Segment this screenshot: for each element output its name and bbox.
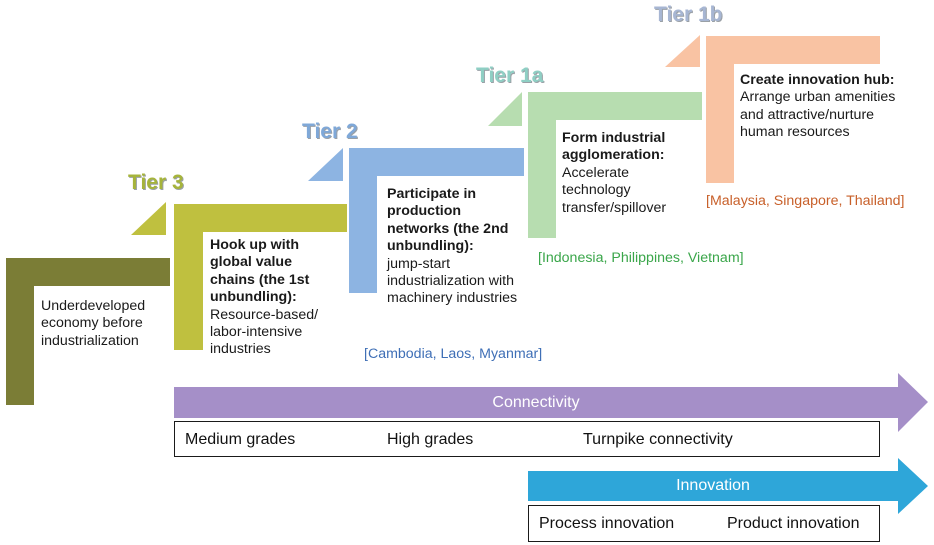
tier3-body: Resource-based/ labor-intensive industri…: [210, 306, 319, 358]
tier1b-heading: Create innovation hub:: [740, 72, 895, 88]
innovation-grades-box: [528, 505, 880, 542]
tier1b-countries: [Malaysia, Singapore, Thailand]: [706, 193, 905, 209]
connectivity-arrow: [174, 373, 928, 432]
tier1b-description: Create innovation hub: Arrange urban ame…: [740, 72, 920, 142]
tier2-body: jump-start industrialization with machin…: [387, 255, 518, 307]
tier1a-countries: [Indonesia, Philippines, Vietnam]: [538, 250, 744, 266]
tier2-heading: Participate in production networks (the …: [387, 186, 509, 255]
tier1b-title: Tier 1b: [654, 3, 723, 26]
tier3-description: Hook up with global value chains (the 1s…: [210, 237, 340, 359]
tier1b-triangle: [665, 35, 700, 67]
tier1a-description: Form industrial agglomeration: Accelerat…: [562, 130, 697, 217]
tier1a-step: [528, 92, 702, 238]
connectivity-label: Connectivity: [492, 394, 580, 411]
tier1a-triangle: [488, 92, 522, 126]
tier1b-body: Arrange urban amenities and attractive/n…: [740, 89, 896, 141]
tier2-title: Tier 2: [302, 120, 358, 143]
innovation-arrow: [528, 458, 928, 514]
innovation-grade-process: Process innovation: [539, 515, 675, 532]
base-description: Underdeveloped economy before industrial…: [41, 298, 146, 349]
connectivity-grade-turnpike: Turnpike connectivity: [583, 431, 733, 448]
base-step: [6, 258, 170, 405]
tier2-step: [349, 148, 524, 293]
tier2-description: Participate in production networks (the …: [387, 186, 523, 308]
tier2-countries: [Cambodia, Laos, Myanmar]: [364, 346, 543, 362]
connectivity-grade-medium: Medium grades: [185, 431, 296, 448]
connectivity-grade-high: High grades: [387, 431, 474, 448]
tier3-triangle: [131, 202, 166, 235]
tier2-triangle: [308, 148, 343, 181]
connectivity-grades-box: [174, 421, 880, 457]
innovation-grade-product: Product innovation: [727, 515, 860, 532]
tier1a-body: Accelerate technology transfer/spillover: [562, 164, 667, 216]
tier3-heading: Hook up with global value chains (the 1s…: [210, 237, 310, 306]
tier1b-step: [706, 36, 880, 183]
tier3-step: [174, 204, 347, 350]
tier3-title: Tier 3: [128, 171, 184, 194]
tier1a-heading: Form industrial agglomeration:: [562, 130, 666, 164]
innovation-label: Innovation: [676, 477, 750, 494]
tier1a-title: Tier 1a: [476, 64, 544, 87]
